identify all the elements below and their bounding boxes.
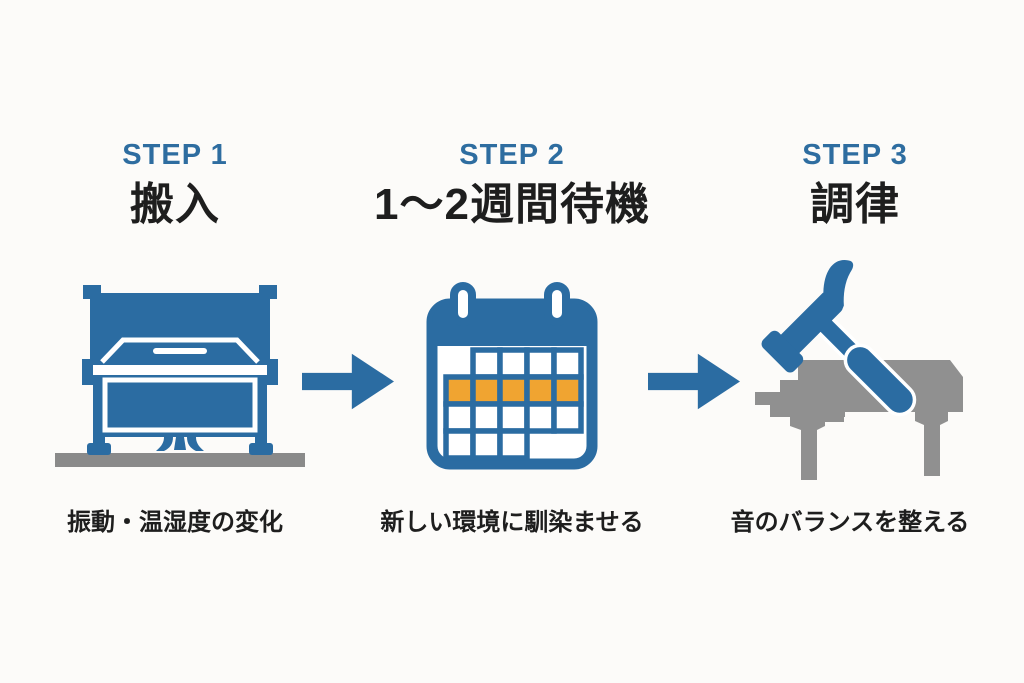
floor-bar (55, 453, 305, 467)
step3-caption: 音のバランスを整える (730, 509, 970, 536)
arrow-right-icon (648, 353, 740, 410)
step1-caption: 振動・温湿度の変化 (67, 509, 283, 536)
calendar-icon (426, 282, 598, 470)
step3-label: STEP 3 (802, 139, 908, 171)
step1-title: 搬入 (130, 180, 220, 229)
upright-piano-icon (55, 285, 305, 467)
tuning-hammer-icon (761, 260, 917, 417)
step2-title: 1〜2週間待機 (374, 180, 650, 229)
step3-title: 調律 (810, 180, 900, 229)
highlighted-week-row (443, 374, 476, 407)
step1-label: STEP 1 (122, 139, 228, 171)
step2-caption: 新しい環境に馴染ませる (380, 509, 644, 536)
arrow-right-icon (302, 353, 394, 410)
step2-label: STEP 2 (459, 139, 565, 171)
grand-piano-tuning-icon (755, 260, 963, 480)
